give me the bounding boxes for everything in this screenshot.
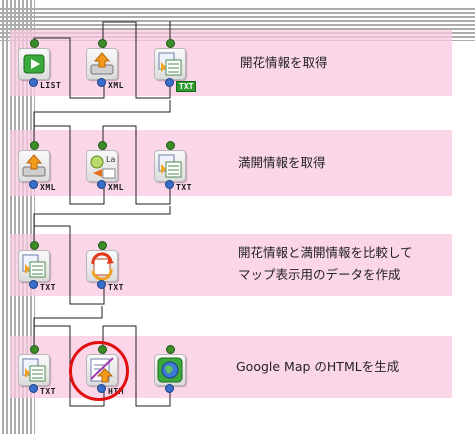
input-port[interactable] bbox=[166, 39, 175, 48]
wire bbox=[33, 225, 105, 305]
output-type-tag: TXT bbox=[40, 283, 56, 292]
output-type-tag: LIST bbox=[40, 81, 62, 90]
output-port[interactable] bbox=[29, 384, 38, 393]
row-label: 開花情報と満開情報を比較して bbox=[238, 245, 413, 260]
xml-transform-node[interactable]: La bbox=[86, 150, 118, 182]
row-label: 満開情報を取得 bbox=[238, 155, 326, 170]
txt-compare-node[interactable] bbox=[86, 250, 118, 282]
row-band bbox=[10, 234, 452, 296]
output-port[interactable] bbox=[165, 78, 174, 87]
input-port[interactable] bbox=[30, 345, 39, 354]
row-label: マップ表示用のデータを作成 bbox=[238, 267, 401, 282]
row-label: Google Map のHTMLを生成 bbox=[236, 359, 400, 374]
input-port[interactable] bbox=[30, 39, 39, 48]
output-port[interactable] bbox=[165, 384, 174, 393]
output-port[interactable] bbox=[97, 78, 106, 87]
row-band bbox=[10, 30, 452, 96]
wire bbox=[33, 125, 105, 205]
row-label: 開花情報を取得 bbox=[240, 55, 328, 70]
input-port[interactable] bbox=[30, 241, 39, 250]
wire bbox=[33, 206, 171, 242]
wire bbox=[102, 325, 171, 407]
output-type-tag: TXT bbox=[176, 81, 197, 92]
wire bbox=[33, 37, 105, 99]
output-port[interactable] bbox=[97, 280, 106, 289]
output-type-tag: TXT bbox=[40, 387, 56, 396]
wire bbox=[102, 21, 171, 99]
output-port[interactable] bbox=[165, 180, 174, 189]
row-band bbox=[10, 130, 452, 196]
highlight-circle bbox=[69, 341, 129, 401]
output-type-tag: XML bbox=[108, 81, 124, 90]
xml-to-txt-node[interactable] bbox=[154, 48, 186, 80]
input-port[interactable] bbox=[166, 141, 175, 150]
input-port[interactable] bbox=[98, 141, 107, 150]
input-port[interactable] bbox=[98, 39, 107, 48]
output-type-tag: XML bbox=[40, 183, 56, 192]
output-port[interactable] bbox=[97, 180, 106, 189]
list-source-node[interactable] bbox=[18, 48, 50, 80]
wire bbox=[169, 21, 171, 40]
xml-upload-node-2[interactable] bbox=[18, 150, 50, 182]
output-port[interactable] bbox=[29, 78, 38, 87]
txt-convert-node[interactable] bbox=[18, 250, 50, 282]
wire bbox=[102, 125, 171, 205]
wire bbox=[33, 100, 171, 142]
output-type-tag: XML bbox=[108, 183, 124, 192]
input-port[interactable] bbox=[98, 241, 107, 250]
xml-to-txt-node-2[interactable] bbox=[154, 150, 186, 182]
browser-output-node[interactable] bbox=[154, 354, 186, 386]
output-port[interactable] bbox=[29, 280, 38, 289]
svg-text:La: La bbox=[106, 155, 115, 164]
output-port[interactable] bbox=[29, 180, 38, 189]
input-port[interactable] bbox=[166, 345, 175, 354]
xml-upload-node[interactable] bbox=[86, 48, 118, 80]
output-type-tag: TXT bbox=[176, 183, 192, 192]
output-type-tag: TXT bbox=[108, 283, 124, 292]
txt-convert-node-2[interactable] bbox=[18, 354, 50, 386]
input-port[interactable] bbox=[30, 141, 39, 150]
